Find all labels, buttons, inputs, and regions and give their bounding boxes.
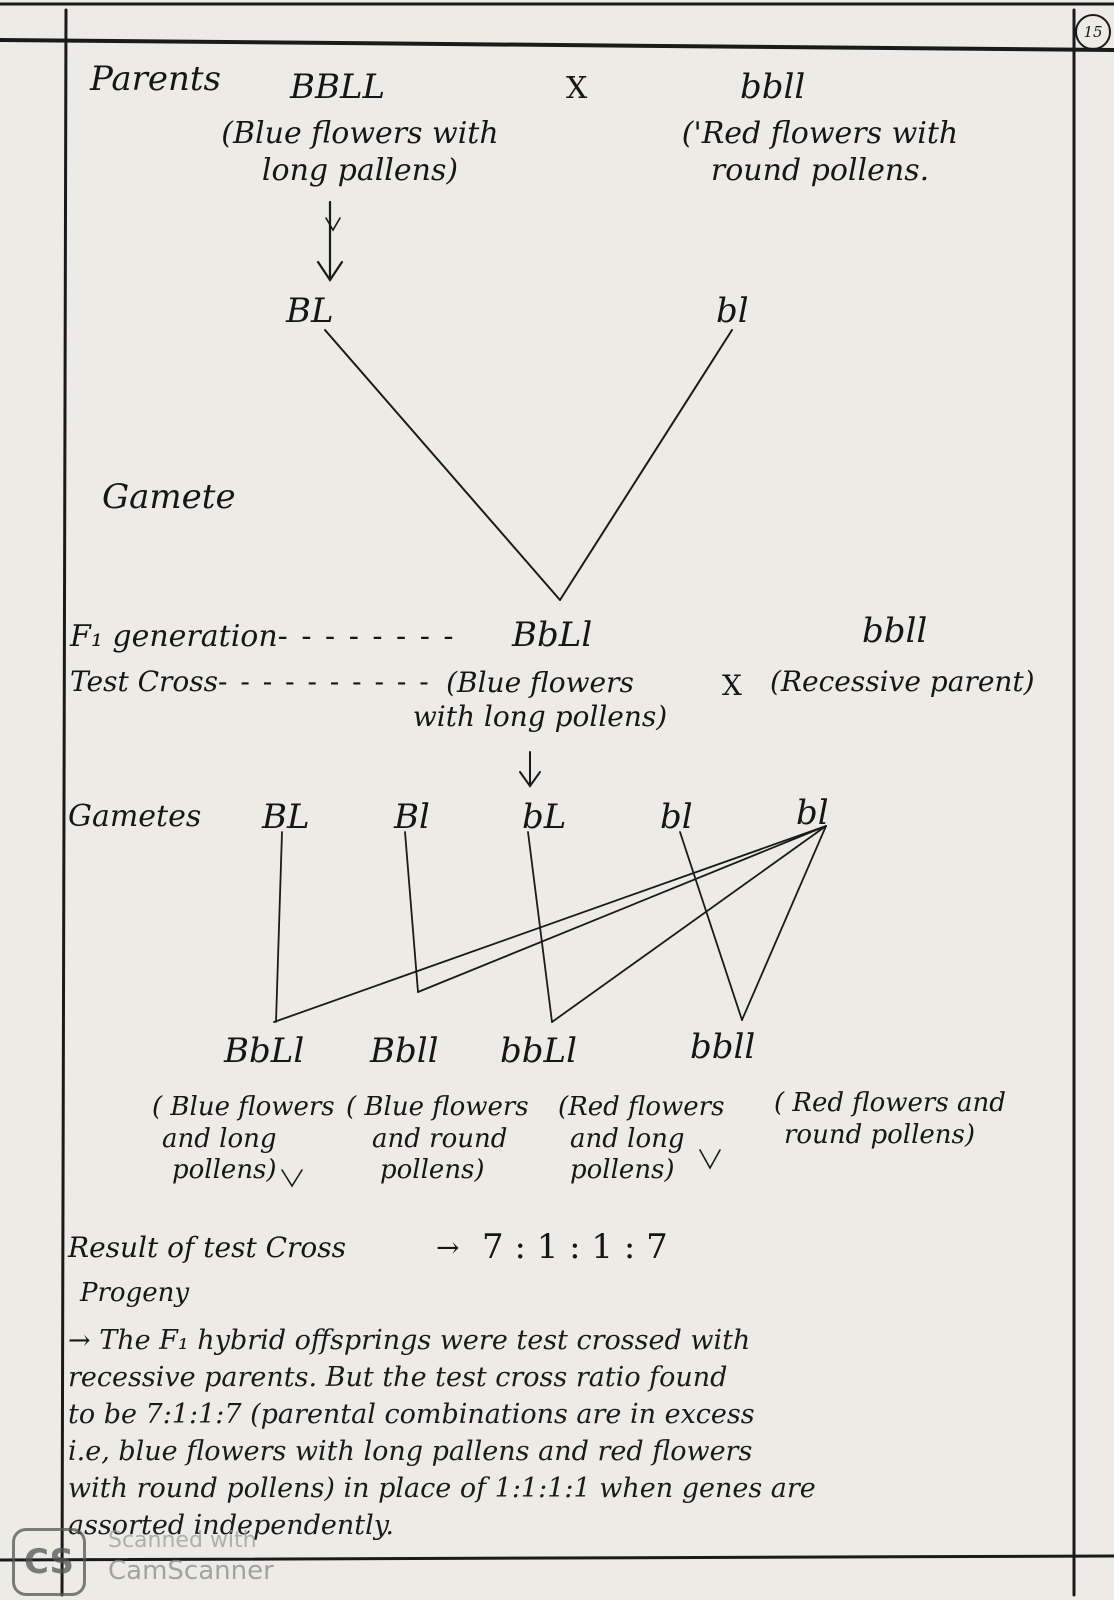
watermark-line2: CamScanner [108,1556,274,1586]
f1-label-text: F₁ generation [70,619,278,654]
recessive-genotype: bbll [862,611,928,651]
progeny-genotype-3: bbLl [500,1031,577,1071]
gamete-item-1: BL [262,797,310,837]
progeny-phenotype-1-line1: ( Blue flowers [152,1092,335,1122]
parents-cross-symbol: X [566,71,588,106]
line-bl-to-bbll [679,831,743,1021]
parent-right-phenotype-line1: ('Red flowers with [681,116,959,151]
test-cross-label: Test Cross- - - - - - - - - - [70,668,431,696]
explanation-line-2: recessive parents. But the test cross ra… [68,1362,728,1393]
test-cross-phenotype: (Blue flowers with long pollens) [400,666,680,734]
progeny-phenotype-3-line1: (Red flowers [558,1092,725,1122]
bottom-border-line [0,1554,1114,1562]
parent-right-genotype: bbll [740,67,806,107]
arrowhead-f1-to-gametes [519,771,541,788]
line-bl-recessive-to-bbLl [551,825,827,1023]
explanation-line-4: i.e, blue flowers with long pallens and … [68,1436,753,1467]
progeny-genotype-1: BbLl [224,1031,305,1071]
gamete-right: bl [716,291,749,331]
gamete-item-5: bl [796,793,829,833]
explanation-line-1: → The F₁ hybrid offsprings were test cro… [68,1325,751,1356]
progeny-phenotype-4-line2: round pollens) [784,1119,976,1150]
page-number: 15 [1083,23,1103,41]
progeny-phenotype-2-line1: ( Blue flowers [346,1092,529,1122]
parent-right-phenotype-line2: round pollens. [710,152,930,188]
progeny-phenotype-2: ( Blue flowers and round pollens) [346,1092,529,1187]
f1-genotype: BbLl [512,615,593,655]
line-Bl-to-Bbll [404,831,419,993]
progeny-phenotype-2-line3: pollens) [380,1155,485,1186]
line-bl-to-F1 [559,329,733,601]
progeny-phenotype-3: (Red flowers and long pollens) [558,1092,724,1187]
parent-right-phenotype: ('Red flowers with round pollens. [640,116,1000,189]
arrowhead-mark-1 [281,1169,303,1188]
progeny-genotype-2: Bbll [370,1031,439,1071]
test-cross-symbol: X [722,669,742,702]
line-BL-to-F1 [324,329,561,601]
top-border-line [0,38,1114,52]
f1-dashes: - - - - - - - - [277,619,456,654]
progeny-phenotype-1-line3: pollens) [172,1155,277,1186]
watermark-line1: Scanned with [108,1528,257,1553]
line-bl-recessive-to-Bbll [417,825,827,993]
camscanner-watermark: CS Scanned with CamScanner [10,1522,300,1596]
progeny-phenotype-2-line2: and round [372,1123,508,1154]
test-cross-phenotype-line2: with long pollens) [412,700,668,734]
test-cross-label-text: Test Cross [70,665,218,698]
recessive-parent-label: (Recessive parent) [770,665,1035,698]
parent-left-genotype: BBLL [290,67,386,107]
line-bL-to-bbLl [527,831,553,1023]
progeny-genotype-4: bbll [690,1027,756,1067]
arrowhead-mark-2 [699,1149,721,1170]
gamete-label: Gamete [102,477,236,517]
progeny-phenotype-1-line2: and long [162,1123,277,1154]
test-cross-dashes: - - - - - - - - - - [218,665,431,698]
camscanner-logo: CS [12,1528,86,1596]
line-bl-recessive-to-bbll [741,825,827,1021]
line-bl-recessive-to-BbLl [273,825,827,1023]
explanation-line-3: to be 7:1:1:7 (parental combinations are… [68,1399,755,1430]
parent-left-phenotype-line2: long pallens) [261,152,459,188]
parents-label: Parents [90,59,222,99]
result-ratio: 7 : 1 : 1 : 7 [482,1227,668,1267]
parent-left-phenotype: (Blue flowers with long pallens) [200,116,520,189]
progeny-phenotype-4-line1: ( Red flowers and [774,1088,1006,1118]
f1-label: F₁ generation- - - - - - - - [70,622,456,652]
progeny-phenotype-1: ( Blue flowers and long pollens) [152,1092,335,1187]
arrowhead-mark-3 [325,217,341,232]
page-number-badge: 15 [1075,14,1111,50]
gamete-left: BL [286,291,334,331]
test-cross-phenotype-line1: (Blue flowers [446,666,634,699]
progeny-phenotype-3-line2: and long [570,1123,685,1154]
explanation-line-5: with round pollens) in place of 1:1:1:1 … [68,1473,816,1504]
gamete-item-4: bl [660,797,693,837]
left-margin-line [60,8,68,1597]
progeny-phenotype-4: ( Red flowers and round pollens) [774,1088,1006,1151]
result-label: Result of test Cross [68,1231,347,1264]
line-BL-to-BbLl [275,831,283,1023]
progeny-label: Progeny [80,1278,190,1308]
explanation-paragraph: → The F₁ hybrid offsprings were test cro… [68,1322,1068,1544]
gamete-item-3: bL [522,797,567,837]
result-arrow: → [436,1231,460,1264]
parent-left-phenotype-line1: (Blue flowers with [221,116,499,151]
arrowhead-parent-to-gamete [316,260,344,282]
progeny-phenotype-3-line3: pollens) [570,1155,675,1186]
gametes-label: Gametes [68,799,202,834]
explanation-line-6: assorted independently. [68,1510,394,1541]
gamete-item-2: Bl [394,797,430,837]
